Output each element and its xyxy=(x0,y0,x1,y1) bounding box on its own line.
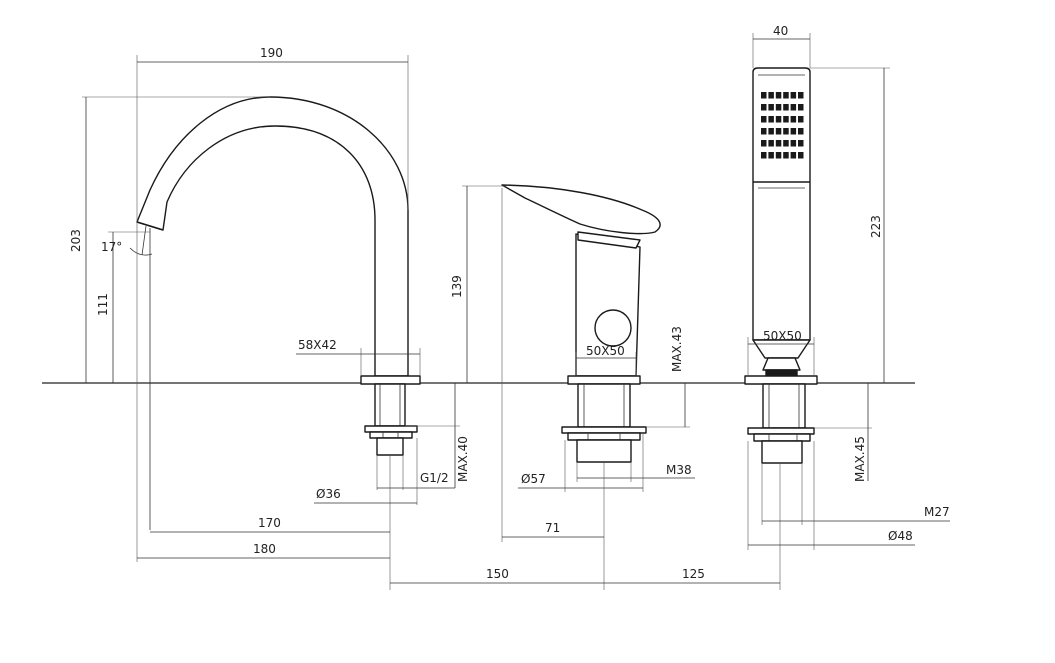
spray-nozzle xyxy=(783,152,789,159)
dim-mixer-thread: M38 xyxy=(666,463,692,477)
dim-spout-base: 58X42 xyxy=(298,338,337,352)
mixer-dimensions: 139 50X50 MAX.43 Ø57 M38 71 xyxy=(450,185,695,590)
spacing-dimensions: 150 125 xyxy=(390,463,781,590)
dim-spout-outlet-height: 111 xyxy=(96,293,110,316)
spray-nozzle xyxy=(768,152,774,159)
spray-nozzle xyxy=(775,152,782,159)
spray-nozzle xyxy=(783,116,789,123)
shower-dimensions: 40 223 50X50 MAX.45 M27 Ø48 xyxy=(747,24,950,550)
spray-nozzle xyxy=(798,128,804,135)
dim-spout-dia: Ø36 xyxy=(316,487,341,501)
spray-nozzle xyxy=(761,140,767,147)
spray-nozzle xyxy=(768,92,774,99)
dim-spacing-right: 125 xyxy=(682,567,705,581)
spray-nozzle xyxy=(768,116,774,123)
dim-mixer-max-deck: MAX.43 xyxy=(670,326,684,372)
dim-spout-angle: 17° xyxy=(101,240,122,254)
spray-nozzle xyxy=(798,104,804,111)
spray-nozzle xyxy=(768,104,774,111)
dim-shower-width: 40 xyxy=(773,24,788,38)
spray-nozzle xyxy=(798,92,804,99)
spray-nozzle xyxy=(790,128,797,135)
spray-nozzle xyxy=(783,92,789,99)
spray-nozzle xyxy=(775,128,782,135)
spout-dimensions: 190 203 111 17° 58X42 MAX.40 G1/2 Ø36 xyxy=(69,46,470,590)
dim-spout-width: 190 xyxy=(260,46,283,60)
spray-nozzle xyxy=(790,104,797,111)
mixer-drawing xyxy=(501,184,661,463)
spray-nozzle xyxy=(761,116,767,123)
dim-mixer-lever-reach: 71 xyxy=(545,521,560,535)
spray-nozzle xyxy=(768,140,774,147)
dim-shower-max-deck: MAX.45 xyxy=(853,436,867,482)
dim-shower-dia: Ø48 xyxy=(888,529,913,543)
spray-nozzle xyxy=(798,152,804,159)
dim-shower-height: 223 xyxy=(869,215,883,238)
spray-nozzle xyxy=(761,92,767,99)
spray-nozzle xyxy=(798,116,804,123)
spray-nozzle xyxy=(761,152,767,159)
spray-nozzle xyxy=(790,92,797,99)
dim-spout-max-deck: MAX.40 xyxy=(456,436,470,482)
dim-spout-reach-180: 180 xyxy=(253,542,276,556)
spray-nozzle xyxy=(761,104,767,111)
spray-nozzle-grid xyxy=(761,92,804,159)
spray-nozzle xyxy=(790,116,797,123)
dim-spout-reach-170: 170 xyxy=(258,516,281,530)
spray-nozzle xyxy=(783,104,789,111)
spray-nozzle xyxy=(775,116,782,123)
spout-drawing xyxy=(136,96,421,456)
spray-nozzle xyxy=(783,128,789,135)
spray-nozzle xyxy=(768,128,774,135)
spray-nozzle xyxy=(775,140,782,147)
shower-drawing xyxy=(744,67,818,464)
spray-nozzle xyxy=(790,140,797,147)
spray-nozzle xyxy=(775,92,782,99)
dim-shower-base: 50X50 xyxy=(763,329,802,343)
dim-mixer-height: 139 xyxy=(450,275,464,298)
dim-mixer-base: 50X50 xyxy=(586,344,625,358)
dim-spacing-left: 150 xyxy=(486,567,509,581)
spray-nozzle xyxy=(798,140,804,147)
dim-spout-height: 203 xyxy=(69,229,83,252)
spray-nozzle xyxy=(761,128,767,135)
spray-nozzle xyxy=(775,104,782,111)
spray-nozzle xyxy=(783,140,789,147)
dim-spout-thread: G1/2 xyxy=(420,471,449,485)
spray-nozzle xyxy=(790,152,797,159)
dim-shower-thread: M27 xyxy=(924,505,950,519)
dim-mixer-dia: Ø57 xyxy=(521,472,546,486)
